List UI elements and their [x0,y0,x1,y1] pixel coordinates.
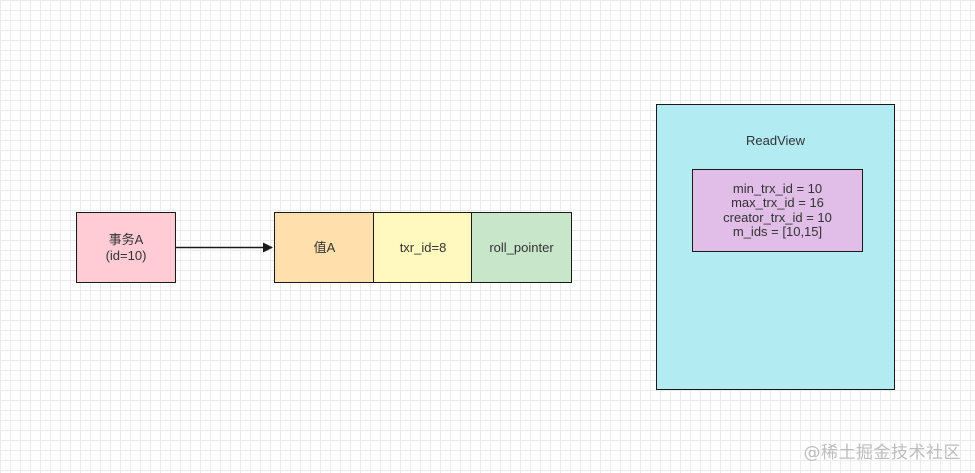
record-roll-pointer-cell: roll_pointer [471,212,572,283]
record-value-label: 值A [313,239,336,255]
readview-title: ReadView [745,133,806,148]
readview-max-trx-id: max_trx_id = 16 [731,195,824,210]
readview-fields-box: min_trx_id = 10 max_trx_id = 16 creator_… [692,169,863,252]
record-roll-pointer-label: roll_pointer [489,239,554,255]
record-txr-id-cell: txr_id=8 [373,212,473,283]
readview-min-trx-id: min_trx_id = 10 [732,180,823,196]
readview-creator-trx-id: creator_trx_id = 10 [723,209,832,225]
readview-m-ids: m_ids = [10,15] [732,224,823,239]
record-value-cell: 值A [274,212,375,283]
watermark-text: @稀土掘金技术社区 [803,443,961,463]
transaction-id: (id=10) [105,247,147,263]
transaction-name: 事务A [108,231,144,247]
transaction-a-node: 事务A (id=10) [76,212,176,283]
record-txr-id-label: txr_id=8 [399,239,447,255]
